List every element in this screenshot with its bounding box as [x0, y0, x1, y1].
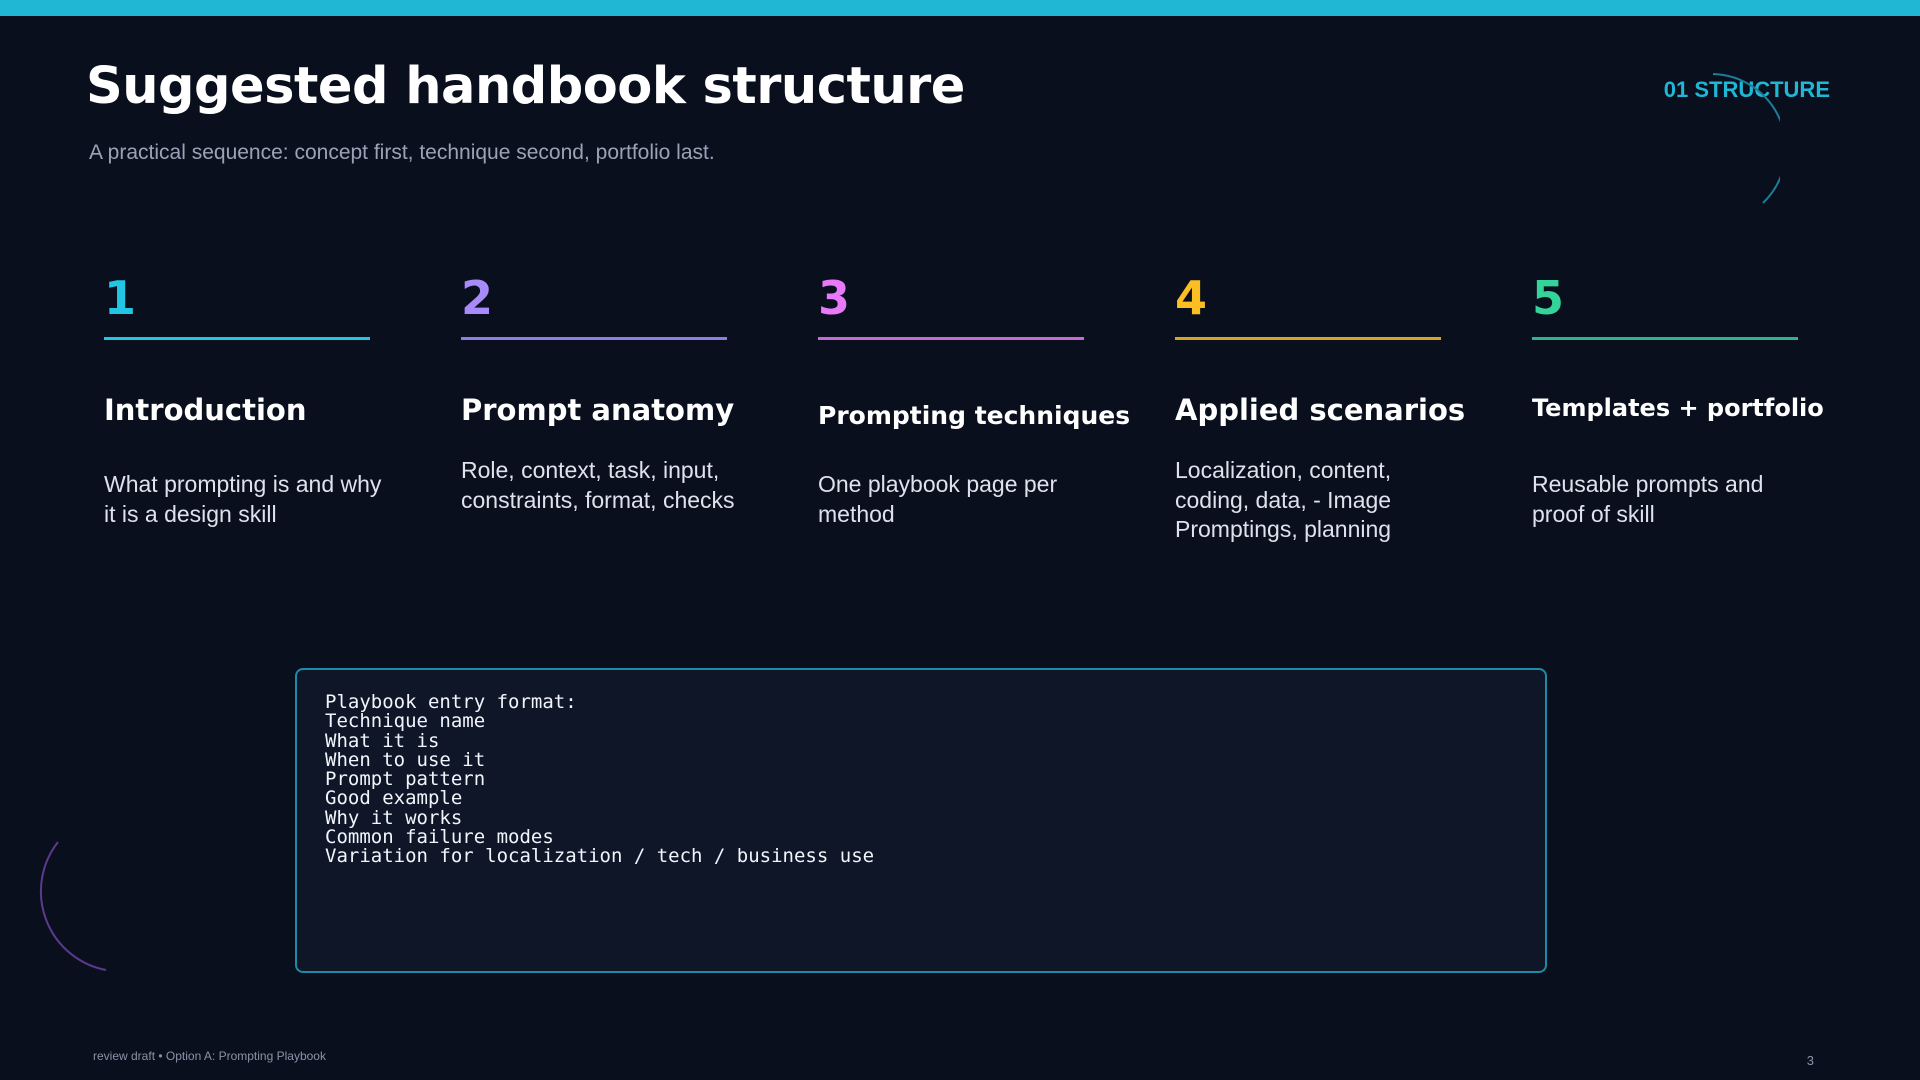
step-3: 3 Prompting techniques One playbook page… — [818, 270, 1130, 527]
step-description: Role, context, task, input, constraints,… — [461, 457, 735, 513]
footer-note: review draft • Option A: Prompting Playb… — [93, 1049, 326, 1063]
step-divider — [1532, 337, 1798, 340]
step-number: 1 — [104, 271, 137, 325]
step-divider — [461, 337, 727, 340]
step-number: 4 — [1175, 271, 1208, 325]
step-divider — [1175, 337, 1441, 340]
step-description: One playbook page per method — [818, 471, 1058, 527]
step-number: 2 — [461, 271, 494, 325]
step-1: 1 Introduction What prompting is and why… — [104, 270, 404, 527]
step-title: Prompting techniques — [818, 401, 1131, 430]
step-title: Prompt anatomy — [461, 393, 735, 427]
step-number: 5 — [1532, 271, 1565, 325]
step-number: 3 — [818, 271, 851, 325]
step-title: Templates + portfolio — [1532, 394, 1824, 422]
step-description: Reusable prompts and proof of skill — [1532, 471, 1764, 527]
step-5: 5 Templates + portfolio Reusable prompts… — [1532, 270, 1832, 527]
top-accent-bar — [0, 0, 1920, 16]
page-subtitle: A practical sequence: concept first, tec… — [89, 141, 715, 164]
step-title: Applied scenarios — [1175, 393, 1466, 427]
step-description: What prompting is and why it is a design… — [104, 471, 382, 527]
step-divider — [104, 337, 370, 340]
page-number: 3 — [1806, 1053, 1814, 1068]
handbook-steps: 1 Introduction What prompting is and why… — [104, 270, 1832, 542]
playbook-format-text: Playbook entry format: Technique name Wh… — [325, 691, 875, 868]
page-title: Suggested handbook structure — [86, 57, 965, 116]
step-2: 2 Prompt anatomy Role, context, task, in… — [461, 270, 761, 513]
decorative-arc-bottom — [39, 841, 107, 971]
playbook-format-box: Playbook entry format: Technique name Wh… — [295, 668, 1547, 973]
step-title: Introduction — [104, 393, 307, 427]
step-divider — [818, 337, 1084, 340]
step-description: Localization, content, coding, data, - I… — [1175, 457, 1392, 542]
step-4: 4 Applied scenarios Localization, conten… — [1175, 270, 1475, 542]
